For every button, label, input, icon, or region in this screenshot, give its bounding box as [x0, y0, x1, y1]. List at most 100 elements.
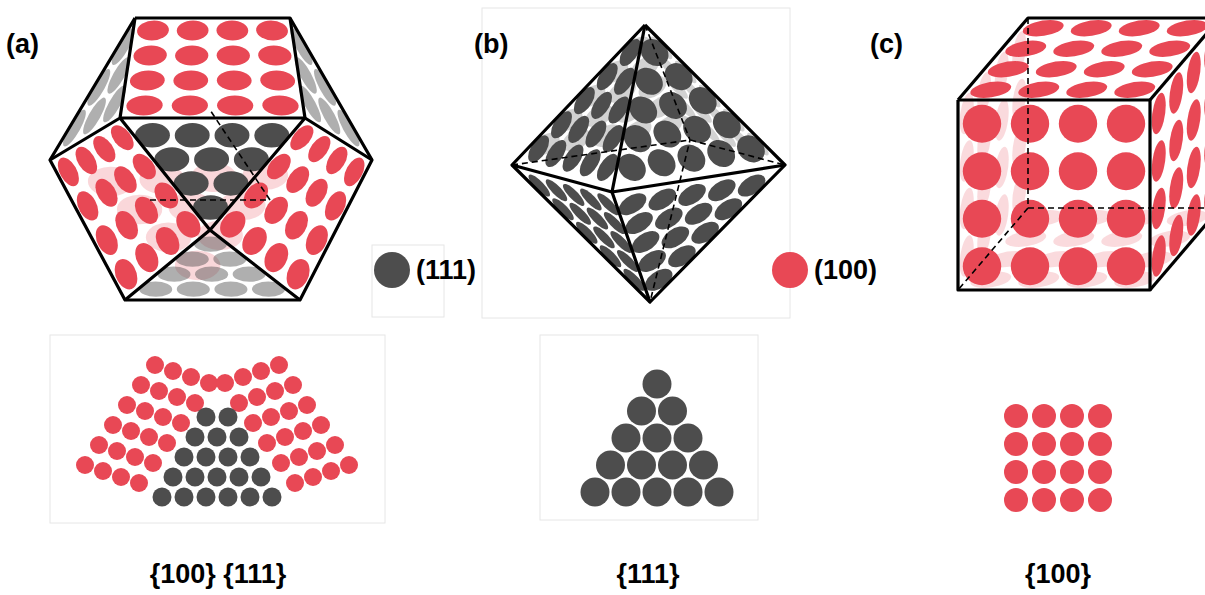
atom-dot	[1060, 488, 1084, 512]
atom-dot	[112, 468, 130, 486]
atom-dot	[244, 414, 262, 432]
atom-dot	[280, 402, 298, 420]
polyhedron-edge	[1150, 18, 1205, 100]
facet-caption: {100} {111}	[150, 560, 287, 590]
atom-dot	[1088, 404, 1112, 428]
facet-dots	[137, 236, 285, 296]
atom-dot	[1204, 167, 1205, 221]
polyhedron-edge	[512, 165, 785, 192]
octahedron	[512, 25, 785, 302]
atom-dot	[581, 478, 610, 507]
atom-dot	[208, 468, 227, 487]
atom-dot	[176, 282, 210, 297]
atom-dot	[1088, 432, 1112, 456]
atom-dot	[689, 451, 718, 480]
atom-dot	[234, 368, 252, 386]
atom-dot	[1204, 120, 1205, 174]
atom-dot	[644, 147, 679, 178]
atom-dot	[1088, 460, 1112, 484]
atom-dot	[219, 408, 238, 427]
atom-dot	[175, 46, 209, 66]
polyhedron-edge	[125, 230, 300, 300]
hidden-edge	[645, 25, 690, 302]
atom-dot	[182, 368, 200, 386]
atom-dot	[703, 138, 738, 169]
atom-dot	[146, 356, 164, 374]
atom-dot	[1013, 82, 1065, 98]
atom-dot	[130, 474, 148, 492]
atom-dot	[1011, 105, 1049, 143]
atom-dot	[217, 96, 254, 116]
atom-dot	[171, 96, 208, 116]
atom-dot	[1032, 432, 1056, 456]
atom-dot	[1204, 72, 1205, 126]
atom-dot	[276, 428, 294, 446]
atom-dot	[298, 396, 316, 414]
atom-dot	[709, 109, 744, 140]
atom-dot	[91, 220, 122, 259]
polyhedron-edge	[958, 100, 1150, 290]
atom-dot	[216, 46, 250, 66]
polyhedron-edge	[958, 18, 1205, 100]
atom-dot	[1065, 20, 1117, 36]
facet-dots	[524, 173, 684, 302]
legend-item: (100)	[772, 252, 877, 288]
atom-dot	[263, 488, 282, 507]
atom-dot	[76, 456, 94, 474]
atom-dot	[176, 21, 209, 41]
atom-dot	[94, 462, 112, 480]
atom-dot	[214, 282, 248, 297]
atom-dot	[252, 468, 271, 487]
atom-dot	[153, 488, 172, 507]
atom-dot	[1088, 488, 1112, 512]
atom-dot	[1169, 161, 1183, 215]
atom-dot	[241, 448, 260, 467]
atom-dot	[174, 123, 210, 147]
atom-dot	[685, 85, 720, 116]
atom-dot	[197, 448, 216, 467]
panel-frame	[540, 335, 758, 520]
legend-item: (111)	[374, 252, 476, 288]
atom-dot	[309, 64, 340, 110]
legend-text: (100)	[814, 255, 877, 286]
atom-dot	[1004, 488, 1028, 512]
atom-dot	[963, 200, 1001, 238]
atom-dot	[195, 267, 229, 282]
atom-dot	[272, 454, 290, 472]
atom-dot	[1187, 93, 1201, 147]
atom-dot	[186, 428, 205, 447]
atom-dot	[548, 196, 578, 222]
atom-dot	[129, 71, 166, 91]
polyhedron-edge	[50, 18, 135, 160]
atom-dot	[164, 468, 183, 487]
atom-dot	[136, 402, 154, 420]
atom-dot	[172, 414, 190, 432]
atom-dot	[186, 468, 205, 487]
atom-dot	[219, 488, 238, 507]
atom-dot	[1048, 41, 1100, 57]
atom-dot	[1152, 134, 1166, 188]
atom-dot	[963, 105, 1001, 143]
atom-dot	[258, 434, 276, 452]
atom-dot	[262, 408, 280, 426]
atom-dot	[1060, 460, 1084, 484]
hidden-edge	[1028, 207, 1205, 209]
atom-dot	[1004, 460, 1028, 484]
atom-dot	[259, 71, 296, 91]
atom-dot	[627, 397, 656, 426]
atom-dot	[252, 362, 270, 380]
facet-caption: {100}	[1025, 560, 1091, 590]
atom-dot	[125, 96, 164, 116]
atom-dot	[248, 388, 266, 406]
atom-dot	[643, 424, 672, 453]
atom-dot	[963, 247, 1001, 285]
atom-dot	[197, 408, 216, 427]
panel-letter: (a)	[6, 30, 39, 60]
cuboctahedron	[50, 12, 372, 300]
legend-text: (111)	[416, 255, 476, 286]
polyhedron-edge	[290, 18, 372, 160]
atom-dot	[154, 408, 172, 426]
atom-dot	[150, 382, 168, 400]
atom-dot	[304, 468, 322, 486]
atom-dot	[1078, 61, 1130, 77]
